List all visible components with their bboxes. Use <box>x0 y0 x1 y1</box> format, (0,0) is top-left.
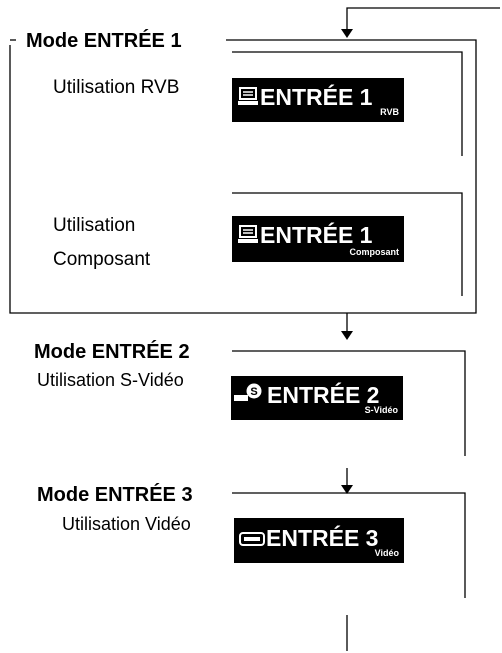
arrow-into-mode1 <box>341 29 353 38</box>
mode2-bracket <box>232 350 466 456</box>
osd-entree1-rvb: ENTRÉE 1 RVB <box>232 78 404 122</box>
usage-svideo-label: Utilisation S-Vidéo <box>37 370 184 390</box>
mode-1-title: Mode ENTRÉE 1 <box>22 31 186 51</box>
usage-composant-line1: Utilisation <box>53 215 136 236</box>
osd-entree1-composant: ENTRÉE 1 Composant <box>232 216 404 262</box>
loop-return-line <box>346 7 500 30</box>
usage-rvb-label: Utilisation RVB <box>53 77 180 98</box>
computer-monitor-icon <box>238 225 258 243</box>
mode-3-title: Mode ENTRÉE 3 <box>33 485 197 505</box>
arrow-into-mode2 <box>341 331 353 340</box>
usage-composant-line2: Composant <box>53 249 151 270</box>
osd-entree2-svideo: S ENTRÉE 2 S-Vidéo <box>231 376 403 420</box>
osd-main-text: ENTRÉE 3 <box>266 525 379 551</box>
osd-main-text: ENTRÉE 1 <box>260 84 373 110</box>
osd-sub-text: S-Vidéo <box>364 405 398 415</box>
osd-entree3-video: ENTRÉE 3 Vidéo <box>234 518 404 563</box>
arrow-into-mode3 <box>341 485 353 494</box>
mode1-box <box>9 39 477 314</box>
osd-main-text: ENTRÉE 2 <box>267 382 380 408</box>
s-video-plug-icon: S <box>234 383 262 401</box>
svg-text:S: S <box>250 386 257 398</box>
usage-composant-label: Utilisation Composant <box>53 213 150 273</box>
mode-2-title: Mode ENTRÉE 2 <box>30 342 194 362</box>
composant-bracket <box>232 192 463 296</box>
video-plug-icon <box>239 532 265 546</box>
rvb-bracket <box>232 51 463 156</box>
mode3-bracket <box>232 492 466 598</box>
osd-sub-text: Vidéo <box>374 548 399 558</box>
computer-monitor-icon <box>238 87 258 105</box>
osd-sub-text: Composant <box>349 247 400 257</box>
usage-video-label: Utilisation Vidéo <box>62 514 191 534</box>
osd-main-text: ENTRÉE 1 <box>260 222 373 248</box>
osd-sub-text: RVB <box>380 107 399 117</box>
